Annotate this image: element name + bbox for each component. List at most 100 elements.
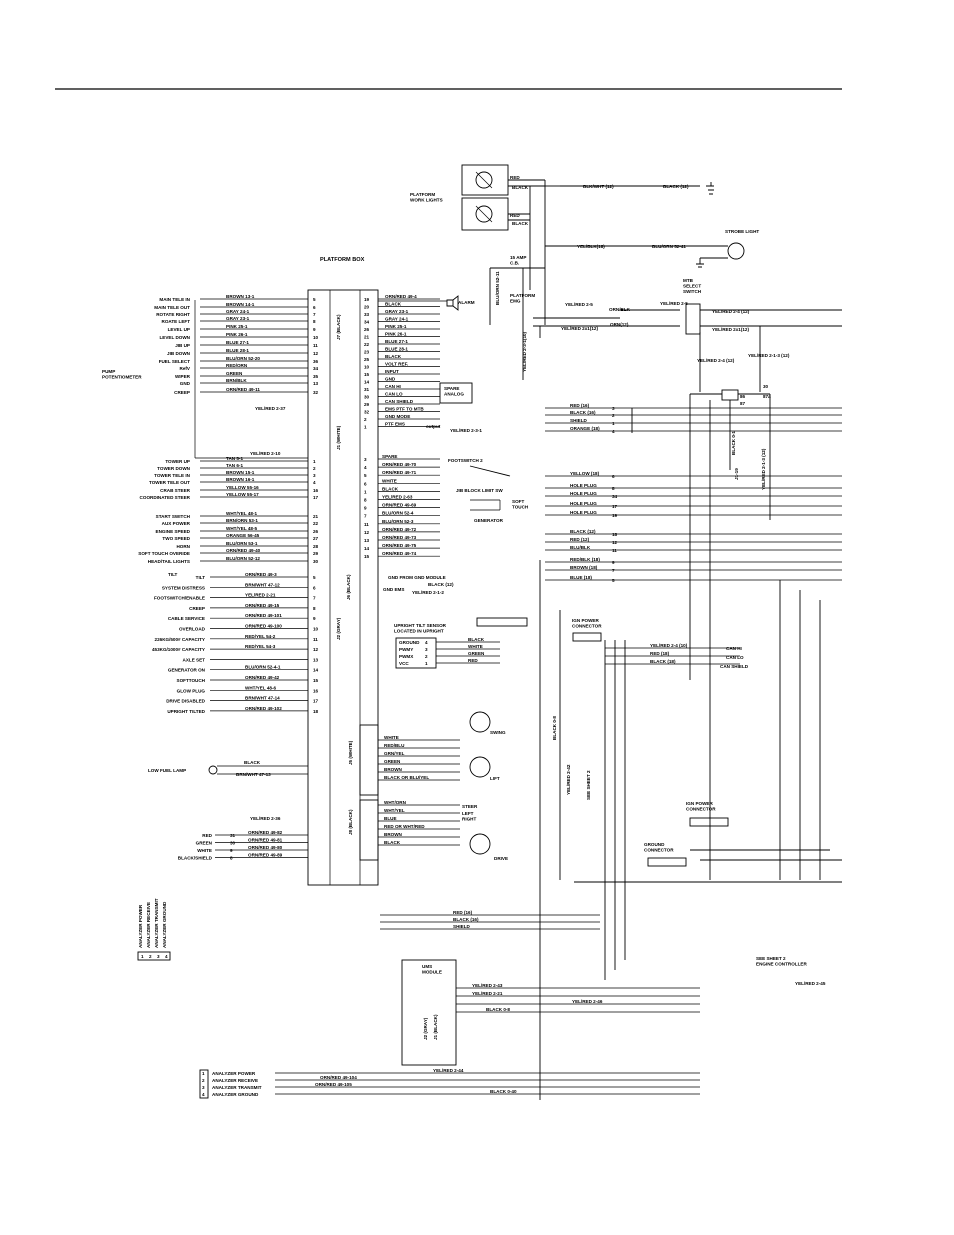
- orn12: ORN(12): [610, 322, 629, 327]
- j2-wire-label: ORN/RED 49-3: [245, 572, 277, 577]
- j1-pin: 5: [313, 297, 316, 302]
- j7-pin: 1: [364, 425, 367, 430]
- j2-pin: 15: [313, 678, 319, 683]
- j1-wire-label: BLU/ORN 52-20: [226, 356, 260, 361]
- analyzer-num: 2: [202, 1078, 205, 1083]
- j2-pin: 7: [313, 596, 316, 601]
- can-lo: CAN LO: [726, 655, 744, 660]
- analyzer-wire-name: BLACK/SHIELD: [178, 856, 213, 861]
- j7-wire-label: GRAY 23-1: [385, 309, 409, 314]
- j1-pin: 34: [313, 366, 319, 371]
- j2-function-label: CREEP: [189, 606, 205, 611]
- j7-pin: 30: [364, 395, 370, 400]
- right-cable-pin: 12: [612, 540, 618, 545]
- j1-function-label: HORN: [176, 544, 190, 549]
- j1-function-label: TOWER TELE IN: [154, 473, 191, 478]
- analyzer-bottom-label: ANALYZER RECEIVE: [212, 1078, 258, 1083]
- work-light-wiring: RED BLACK RED BLACK BLK/WHT (12) BLACK (…: [508, 175, 714, 290]
- right-cable-pin: 4: [612, 429, 615, 434]
- j7-wire-label: BLUE 28-1: [385, 347, 408, 352]
- j6-pin: 11: [364, 522, 369, 527]
- tilt-pin-label: PWMX: [399, 654, 414, 659]
- ums-wire-label: YEL/RED 2-21: [472, 991, 503, 996]
- j2-pin: 12: [313, 647, 319, 652]
- footswitch2-label: FOOTSWITCH 2: [448, 458, 483, 463]
- j1-function-label: TOWER DOWN: [157, 466, 191, 471]
- analyzer-vertical-label: ANALYZER POWER: [138, 904, 143, 948]
- drive-label: DRIVE: [494, 856, 508, 861]
- j2-function-label: 453KG/1000# CAPACITY: [152, 647, 205, 652]
- j2-function-label: SYSTEM DISTRESS: [162, 585, 205, 590]
- low-fuel-label: LOW FUEL LAMP: [148, 768, 186, 773]
- j1-function-label: FUEL SELECT: [159, 359, 191, 364]
- yel-red-212c: YEL/RED 2-1-2: [412, 590, 444, 595]
- j1-wire-label: GREEN: [226, 371, 243, 376]
- j1-wire-label: BRN/ORN 53-1: [226, 518, 258, 523]
- black-12: BLACK (12): [663, 184, 689, 189]
- j2-function-label: TILT: [196, 575, 206, 580]
- yel-red-245: YEL/RED 2-45: [795, 981, 826, 986]
- j1-pin: 9: [313, 327, 316, 332]
- relay: 86 87 30 87a BLACK 0-1 J1-19 YEL/RED 2-1…: [690, 384, 771, 520]
- j1-function-label: MAIN TELE IN: [159, 297, 190, 302]
- ign-wire-label: RED (18): [650, 651, 670, 656]
- j1-function-label: TWO SPEED: [162, 536, 190, 541]
- gnd-from-gnd: GND FROM GND MODULE: [388, 575, 446, 580]
- j6-pin: 1: [364, 489, 367, 494]
- j1-function-label: LEVEL DOWN: [159, 335, 190, 340]
- j2-wire-label: ORN/RED 49-42: [245, 675, 280, 680]
- can-shield: CAN SHIELD: [720, 664, 749, 669]
- j7-pin: 20: [364, 305, 370, 310]
- analyzer-wire-label: ORN/RED 49-89: [248, 853, 283, 858]
- j6-pin: 15: [364, 554, 370, 559]
- wl-red-1: RED: [510, 175, 520, 180]
- j6-wire-label: ORN/RED 49-71: [382, 470, 417, 475]
- j1-wire-label: BLU/ORN 52-12: [226, 556, 260, 561]
- wl-black-2: BLACK: [512, 221, 529, 226]
- j2-function-label: UPRIGHT TILTED: [167, 709, 205, 714]
- right-cable-label: BLUE (18): [570, 575, 592, 580]
- analyzer-vertical-num: 4: [165, 954, 168, 959]
- black-lf: BLACK: [244, 760, 261, 765]
- right-cable-label: ORANGE (18): [570, 426, 600, 431]
- j2-function-label: FOOTSWITCH/ENABLE: [154, 596, 205, 601]
- j7-wire-label: BLACK: [385, 302, 402, 307]
- j8-wire-label: WHT/ORN: [384, 800, 407, 805]
- j1-function-label: START SWITCH: [156, 514, 191, 519]
- j1-wire-label: BLUE 28-1: [226, 348, 249, 353]
- j1-wire-label: GRAY 23-1: [226, 316, 250, 321]
- analyzer-bottom-wire-label: BLACK 0-40: [490, 1089, 517, 1094]
- j1-function-label: MAIN TELE OUT: [154, 305, 190, 310]
- blu-orn-5241: BLU/ORN 52-41: [652, 244, 686, 249]
- analyzer-vertical-label: ANALYZER GROUND: [162, 901, 167, 948]
- j6-wire-label: SPARE: [382, 454, 398, 459]
- analyzer-bottom-wire-label: ORN/RED 49-104: [320, 1075, 357, 1080]
- j1-function-label: ENGINE SPEED: [156, 529, 191, 534]
- yel-red-236: YEL/RED 2-36: [250, 816, 281, 821]
- j1-wire-label: BROWN 13-1: [226, 294, 255, 299]
- j7-pin: 26: [364, 327, 370, 332]
- j6-wire-label: ORN/RED 49-74: [382, 551, 417, 556]
- j6-pin: 7: [364, 514, 367, 519]
- j1-pin: 29: [313, 551, 319, 556]
- tilt-pin-num: 4: [425, 640, 428, 645]
- analyzer-vertical-num: 1: [141, 954, 144, 959]
- j7-pin: 14: [364, 380, 370, 385]
- ums-wire-label: YEL/RED 2-46: [572, 999, 603, 1004]
- j1-function-label: TOWER UP: [165, 459, 190, 464]
- j1-wire-label: RED/ORN: [226, 363, 248, 368]
- abc-wire-label: SHIELD: [453, 924, 471, 929]
- j2-wire-label: ORN/RED 49-15: [245, 603, 280, 608]
- black-08: BLACK 0-8: [552, 716, 557, 740]
- j1-function-label: GND: [180, 381, 191, 386]
- j2-pin: 6: [313, 585, 316, 590]
- analyzer-wire-name: WHITE: [197, 848, 212, 853]
